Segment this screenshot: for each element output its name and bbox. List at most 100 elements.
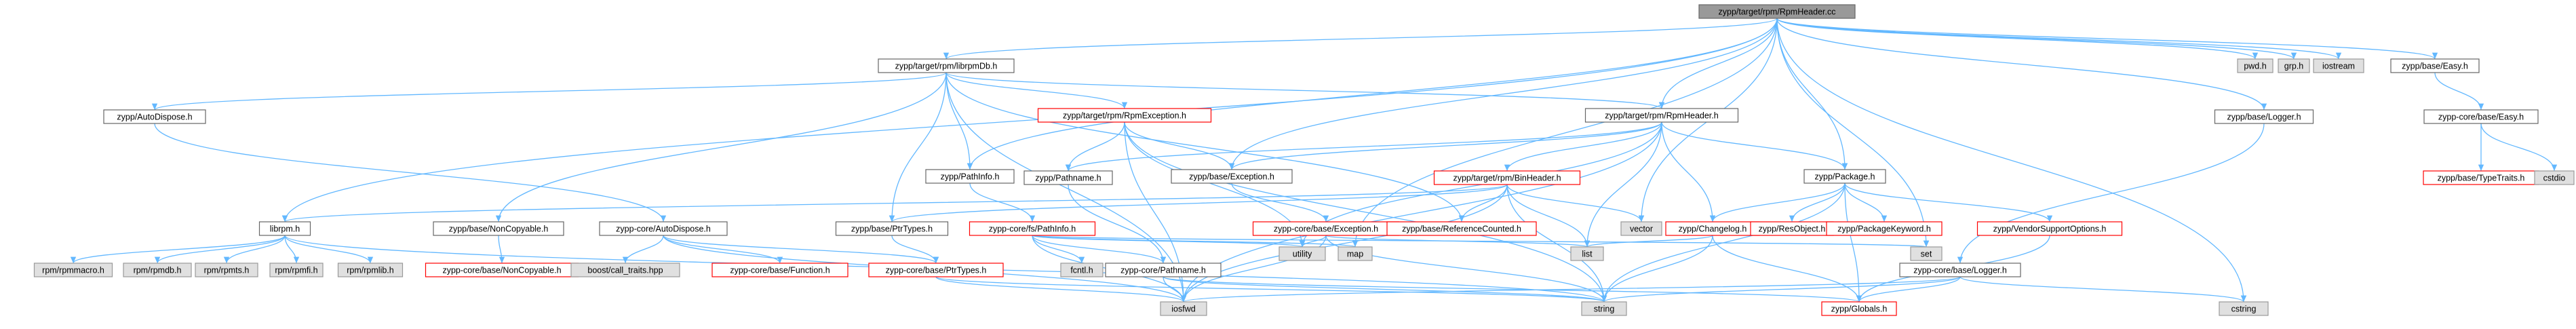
edge-rpmheader_h-to-package [1661, 121, 1848, 170]
edge-baselogger-to-corelogger [1957, 123, 2265, 264]
edge-binheader-to-list [1506, 184, 1591, 248]
edge-coreautodispose-to-corefunction [663, 235, 783, 264]
node-box [2534, 170, 2575, 185]
node-label: grp.h [2284, 62, 2304, 71]
node-zypp-core-base-function-h[interactable]: zypp-core/base/Function.h [711, 263, 848, 277]
node-zypp-core-base-noncopyable-h[interactable]: zypp-core/base/NonCopyable.h [425, 263, 579, 277]
node-zypp-base-easy-h[interactable]: zypp/base/Easy.h [2390, 58, 2480, 73]
node-zypp-core-base-logger-h[interactable]: zypp-core/base/Logger.h [1899, 263, 2021, 277]
node-label: zypp/base/NonCopyable.h [449, 225, 549, 234]
edge-coreexception-to-list [1325, 235, 1590, 248]
edge-fspathinfo-to-corepathname [1032, 235, 1167, 264]
edge-package-to-resobject [1789, 182, 1846, 222]
node-cstring: cstring [2219, 301, 2269, 316]
node-box [1581, 301, 1627, 316]
edge-corelogger-to-string [1601, 276, 1961, 303]
node-zypp-package-h[interactable]: zypp/Package.h [1803, 169, 1886, 184]
node-boost-call-traits-hpp: boost/call_traits.hpp [570, 263, 680, 277]
edge-changelog-to-string [1601, 235, 1713, 303]
node-label: zypp-core/AutoDispose.h [616, 225, 711, 234]
node-zypp-pathname-h[interactable]: zypp/Pathname.h [1023, 170, 1113, 185]
node-label: zypp-core/base/Exception.h [1274, 225, 1378, 234]
node-box [2278, 58, 2310, 73]
edge-librpm-to-rpmfi [284, 235, 300, 264]
edge-package-to-globals [1844, 182, 1862, 303]
node-zypp-base-typetraits-h[interactable]: zypp/base/TypeTraits.h [2423, 170, 2539, 185]
edge-pathname-to-corepathname [1068, 184, 1167, 264]
node-zypp-resobject-h[interactable]: zypp/ResObject.h [1750, 221, 1834, 236]
node-zypp-base-ptrtypes-h[interactable]: zypp/base/PtrTypes.h [835, 221, 949, 236]
node-box [1570, 246, 1604, 261]
node-zypp-target-rpm-rpmheader-h[interactable]: zypp/target/rpm/RpmHeader.h [1584, 108, 1739, 123]
node-box [1584, 108, 1739, 123]
node-box [835, 221, 949, 236]
node-zypp-target-rpm-binheader-h[interactable]: zypp/target/rpm/BinHeader.h [1433, 170, 1581, 185]
edge-root-to-cstring [1776, 18, 2247, 303]
edge-rpmexception-to-pathname [1065, 121, 1125, 172]
node-zypp-core-base-ptrtypes-h[interactable]: zypp-core/base/PtrTypes.h [868, 263, 1004, 277]
edge-noncopyable-to-corenoncopyable [498, 235, 505, 264]
node-librpm-h[interactable]: librpm.h [258, 221, 311, 236]
edge-root-to-easy [1776, 18, 2438, 60]
edge-librpm-to-rpmmacro [70, 235, 286, 264]
node-zypp-core-autodispose-h[interactable]: zypp-core/AutoDispose.h [599, 221, 728, 236]
node-zypp-pathinfo-h[interactable]: zypp/PathInfo.h [925, 169, 1015, 184]
node-box [711, 263, 848, 277]
node-label: rpm/rpmmacro.h [42, 266, 104, 275]
node-box [2423, 109, 2539, 124]
node-box [1910, 246, 1943, 261]
node-box [433, 221, 564, 236]
node-box [269, 263, 324, 277]
node-box [1060, 263, 1104, 277]
edge-corelogger-to-globals [1856, 276, 1961, 303]
edge-rpmheader_h-to-pathname [1066, 121, 1662, 172]
edge-rpmdb-to-rpmexception [945, 72, 1128, 109]
node-set: set [1910, 246, 1943, 261]
node-iosfwd: iosfwd [1160, 301, 1207, 316]
node-zypp-core-base-exception-h[interactable]: zypp-core/base/Exception.h [1252, 221, 1400, 236]
edge-easy-to-coreeasy [2434, 72, 2484, 111]
edge-rpmdb-to-pathinfo [945, 72, 973, 170]
edge-coreptrtypes-to-string [935, 276, 1607, 303]
node-zypp-core-fs-pathinfo-h[interactable]: zypp-core/fs/PathInfo.h [969, 221, 1096, 236]
node-box [1386, 221, 1537, 236]
edge-rpmdb-to-ptrtypes [889, 72, 947, 222]
node-zypp-target-rpm-rpmheader-cc[interactable]: zypp/target/rpm/RpmHeader.cc [1698, 4, 1856, 19]
edge-rpmheader_h-to-exception [1229, 121, 1662, 170]
edge-coreptrtypes-to-iosfwd [935, 276, 1186, 303]
edge-librpm-to-rpmlib [284, 235, 374, 264]
node-zypp-base-noncopyable-h[interactable]: zypp/base/NonCopyable.h [433, 221, 564, 236]
node-zypp-vendorsupportoptions-h[interactable]: zypp/VendorSupportOptions.h [1976, 221, 2123, 236]
edge-fspathinfo-to-map [1032, 235, 1358, 248]
edge-binheader-to-vector [1506, 184, 1645, 222]
node-label: zypp/target/rpm/BinHeader.h [1453, 174, 1561, 183]
node-label: zypp/Changelog.h [1679, 225, 1747, 234]
node-zypp-changelog-h[interactable]: zypp/Changelog.h [1665, 221, 1760, 236]
node-zypp-core-pathname-h[interactable]: zypp-core/Pathname.h [1105, 263, 1222, 277]
node-box [2237, 58, 2273, 73]
node-rpm-rpmlib-h: rpm/rpmlib.h [337, 263, 404, 277]
node-box [195, 263, 258, 277]
node-label: zypp/target/rpm/RpmException.h [1063, 111, 1186, 121]
node-zypp-target-rpm-rpmexception-h[interactable]: zypp/target/rpm/RpmException.h [1037, 108, 1212, 123]
node-zypp-base-exception-h[interactable]: zypp/base/Exception.h [1171, 169, 1293, 184]
node-zypp-core-base-easy-h[interactable]: zypp-core/base/Easy.h [2423, 109, 2539, 124]
node-zypp-base-referencecounted-h[interactable]: zypp/base/ReferenceCounted.h [1386, 221, 1537, 236]
node-zypp-autodispose-h[interactable]: zypp/AutoDispose.h [103, 109, 206, 124]
node-box [337, 263, 404, 277]
node-zypp-base-logger-h[interactable]: zypp/base/Logger.h [2214, 109, 2314, 124]
edge-rpmheader_h-to-iosfwd [1180, 121, 1662, 303]
node-label: zypp/base/ReferenceCounted.h [1402, 225, 1521, 234]
node-zypp-globals-h[interactable]: zypp/Globals.h [1821, 301, 1897, 316]
node-rpm-rpmfi-h: rpm/rpmfi.h [269, 263, 324, 277]
node-label: rpm/rpmdb.h [134, 266, 182, 275]
node-zypp-target-rpm-librpmdb-h[interactable]: zypp/target/rpm/librpmDb.h [878, 58, 1015, 73]
node-label: pwd.h [2244, 62, 2266, 71]
edge-root-to-map [1352, 18, 1778, 248]
node-box [1433, 170, 1581, 185]
edge-rpmexception-to-exception [1124, 121, 1235, 170]
edge-changelog-to-list [1584, 235, 1713, 248]
node-zypp-packagekeyword-h[interactable]: zypp/PackageKeyword.h [1826, 221, 1943, 236]
node-label: rpm/rpmfi.h [275, 266, 317, 275]
edge-binheader-to-ptrtypes [889, 184, 1508, 222]
